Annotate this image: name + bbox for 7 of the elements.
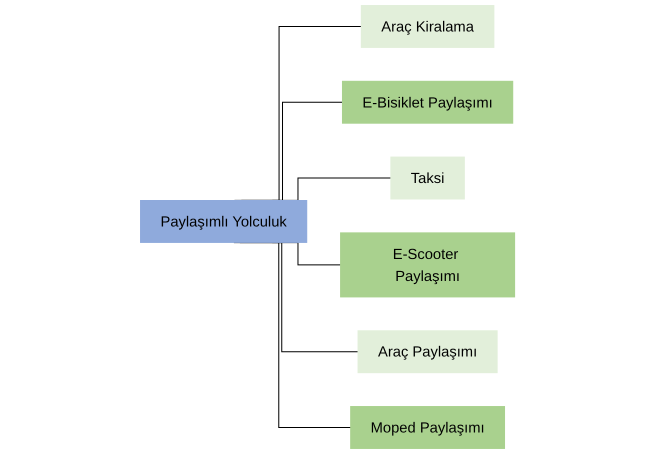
node-box: Taksi xyxy=(390,156,465,200)
node-box: Moped Paylaşımı xyxy=(350,406,505,449)
node-box: Araç Paylaşımı xyxy=(357,330,498,374)
node-box: Paylaşımlı Yolculuk xyxy=(140,200,308,243)
node-box: Araç Kiralama xyxy=(360,5,494,48)
node-box: E-Bisiklet Paylaşımı xyxy=(342,80,514,124)
node-box: E-Scooter Paylaşımı xyxy=(340,232,516,298)
